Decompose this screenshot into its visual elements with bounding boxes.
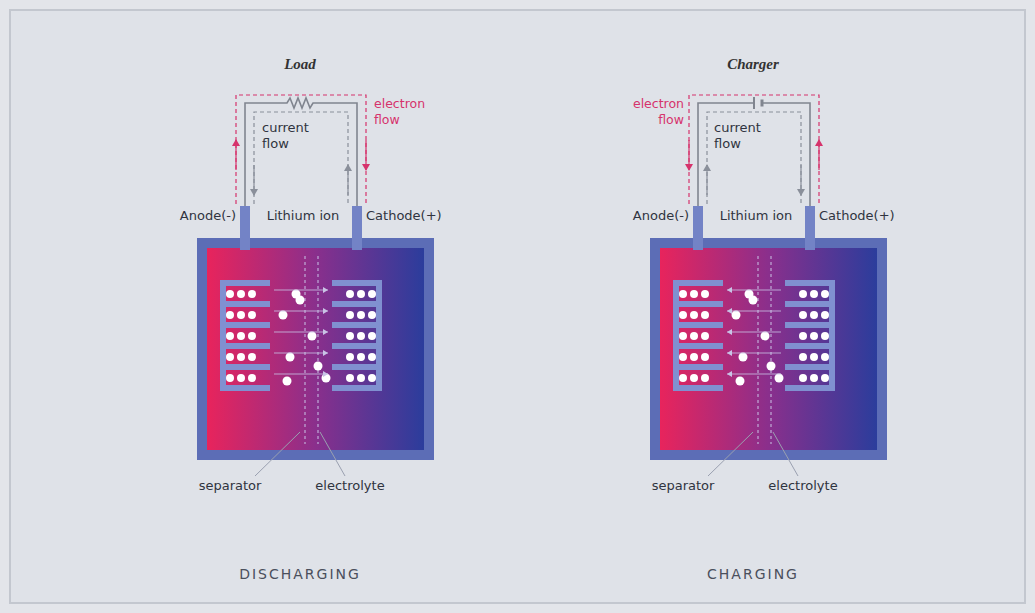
terminal-label: Cathode(+) <box>819 208 909 224</box>
mode-title: DISCHARGING <box>220 566 380 582</box>
ion-label: Lithium ion <box>711 208 801 224</box>
electron-label: electron flow <box>614 96 684 128</box>
part-label: separator <box>643 478 723 494</box>
ion-arrow <box>727 374 781 375</box>
ion-arrow <box>274 332 328 333</box>
ion-arrow <box>274 374 328 375</box>
cell-discharging <box>197 206 434 476</box>
cell-charging <box>650 206 887 476</box>
ion-arrow <box>274 290 328 291</box>
ion-arrow <box>274 311 328 312</box>
mode-title: CHARGING <box>673 566 833 582</box>
electron-label: electron flow <box>374 96 444 128</box>
terminal-label: Anode(-) <box>609 208 689 224</box>
part-label: electrolyte <box>310 478 390 494</box>
current-label: current flow <box>714 120 784 152</box>
ion-arrows <box>274 290 781 374</box>
charger-circuit <box>689 95 819 206</box>
ion-arrow <box>727 332 781 333</box>
ion-arrow <box>727 353 781 354</box>
terminal-label: Cathode(+) <box>366 208 456 224</box>
ion-arrow <box>727 290 781 291</box>
terminal-label: Anode(-) <box>156 208 236 224</box>
load-label: Load <box>260 56 340 72</box>
current-label: current flow <box>262 120 332 152</box>
ion-label: Lithium ion <box>258 208 348 224</box>
frame <box>10 10 1025 603</box>
part-label: separator <box>190 478 270 494</box>
ion-arrow <box>274 353 328 354</box>
ion-arrow <box>727 311 781 312</box>
charger-label: Charger <box>713 56 793 72</box>
external-circuit <box>236 95 366 206</box>
part-label: electrolyte <box>763 478 843 494</box>
